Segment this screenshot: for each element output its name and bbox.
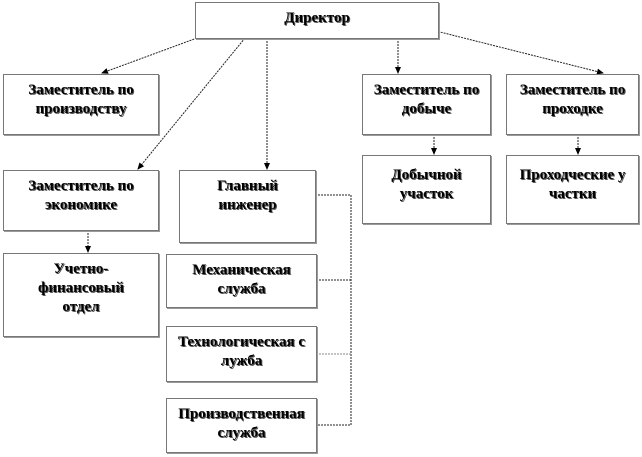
deputy-tunneling-box: Заместитель по проходке <box>506 74 639 135</box>
technological-service-box: Технологическая служба <box>166 326 317 382</box>
mechanical-service-box: Механическая служба <box>166 254 317 308</box>
arrow-director-to-deputy-production <box>101 37 198 74</box>
engineering-bracket <box>315 194 352 426</box>
accounting-box: Учетно-финансовый отдел <box>3 253 159 337</box>
tunneling-sections-box: Проходческие участки <box>506 155 639 224</box>
arrow-director-to-deputy-tunneling <box>431 29 604 75</box>
deputy-economics-box: Заместитель по экономике <box>3 170 159 231</box>
production-service-box: Производственная служба <box>166 398 317 453</box>
chief-engineer-box: Главный инженер <box>179 170 316 243</box>
arrow-director-to-deputy-economics <box>137 37 246 170</box>
director-box: Директор <box>195 2 439 39</box>
deputy-mining-box: Заместитель по добыче <box>362 74 491 135</box>
deputy-production-box: Заместитель по производству <box>3 74 159 135</box>
mining-section-box: Добычной участок <box>362 155 491 224</box>
